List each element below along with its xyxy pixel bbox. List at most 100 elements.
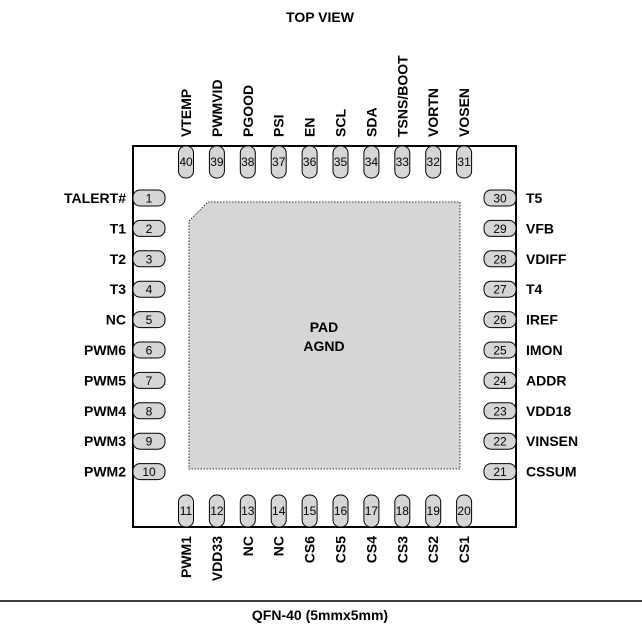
pin-pad xyxy=(483,280,517,298)
pin-number: 17 xyxy=(365,504,379,518)
pin-name: VFB xyxy=(526,220,554,236)
pin-29: 29 VFB xyxy=(483,219,554,237)
view-title: TOP VIEW xyxy=(286,9,355,25)
pin-number: 1 xyxy=(146,192,153,206)
pin-number: 23 xyxy=(493,404,507,418)
pin-name: VDD18 xyxy=(526,403,571,419)
pin-pad xyxy=(363,145,380,179)
pin-pad xyxy=(483,432,517,450)
pin-name: T5 xyxy=(526,190,543,206)
pin-name: CS1 xyxy=(456,536,472,563)
pin-number: 5 xyxy=(146,313,153,327)
pin-number: 37 xyxy=(272,155,286,169)
pin-pad xyxy=(132,280,166,298)
pin-number: 21 xyxy=(493,465,507,479)
pin-pad xyxy=(132,189,166,207)
pin-pad xyxy=(301,494,318,528)
pin-39: 39 PWMVID xyxy=(208,79,225,179)
pin-pad xyxy=(483,250,517,268)
pin-name: PWM1 xyxy=(178,536,194,578)
pin-number: 39 xyxy=(210,155,224,169)
pin-8: 8 PWM4 xyxy=(84,402,166,420)
pin-pad xyxy=(132,311,166,329)
pin-number: 14 xyxy=(272,504,286,518)
pin-number: 24 xyxy=(493,374,507,388)
pin-number: 2 xyxy=(146,222,153,236)
pin-name: NC xyxy=(106,312,126,328)
pin-name: VDIFF xyxy=(526,251,567,267)
pin-name: CS4 xyxy=(363,536,379,563)
pin-name: PWM4 xyxy=(84,403,126,419)
pin-pad xyxy=(332,494,349,528)
pin-pad xyxy=(178,145,194,179)
pin-number: 6 xyxy=(146,344,153,358)
pad-label-line1: PAD xyxy=(310,319,339,335)
package-body xyxy=(132,145,517,528)
pin-pad xyxy=(132,250,166,268)
pin-pad xyxy=(394,494,411,528)
pin-number: 33 xyxy=(396,155,410,169)
exposed-pad xyxy=(188,201,461,470)
pin-name: PWM2 xyxy=(84,464,126,480)
pin-1: 1 TALERT# xyxy=(64,189,166,207)
pin-name: PWM3 xyxy=(84,433,126,449)
pin-4: 4T3 xyxy=(110,280,166,298)
pin-name: EN xyxy=(302,118,318,137)
pin-pad xyxy=(132,402,166,420)
pin-name: PWMVID xyxy=(209,79,225,137)
pin-6: 6 PWM6 xyxy=(84,341,166,359)
pin-30: 30 T5 xyxy=(483,189,543,207)
pin-pad xyxy=(483,311,517,329)
pin-number: 28 xyxy=(493,252,507,266)
pin-name: T3 xyxy=(110,281,127,297)
pin-name: CS3 xyxy=(394,536,410,563)
pin-2: 2 T1 xyxy=(110,219,166,237)
pin-name: NC xyxy=(240,536,256,556)
pin-name: T1 xyxy=(110,220,127,236)
pin-name: VORTN xyxy=(425,88,441,137)
pin-number: 30 xyxy=(493,192,507,206)
pin-number: 29 xyxy=(493,222,507,236)
pin-pad xyxy=(483,463,517,481)
pin-pad xyxy=(239,145,256,179)
pin-pad xyxy=(132,219,166,237)
pin-number: 12 xyxy=(210,504,224,518)
pin-pad xyxy=(208,145,225,179)
pin-number: 11 xyxy=(180,504,193,518)
pin-pad xyxy=(132,463,166,481)
pin-number: 26 xyxy=(493,313,507,327)
package-caption: QFN-40 (5mmx5mm) xyxy=(252,607,388,623)
pin-3: 3T2 xyxy=(110,250,166,268)
pin-number: 31 xyxy=(457,155,471,169)
pin-number: 10 xyxy=(142,465,156,479)
pin-number: 27 xyxy=(493,283,507,297)
pin-name: VINSEN xyxy=(526,433,578,449)
pin-pad xyxy=(456,494,473,528)
pin-name: PSI xyxy=(271,114,287,137)
pin-pad xyxy=(394,145,411,179)
pin-pad xyxy=(483,219,517,237)
pin-number: 8 xyxy=(146,404,153,418)
pin-number: 16 xyxy=(334,504,348,518)
pin-name: PWM6 xyxy=(84,342,126,358)
pin-number: 40 xyxy=(179,155,193,169)
pin-name: TALERT# xyxy=(64,190,126,206)
pin-name: PGOOD xyxy=(240,85,256,137)
pins-layer: 1TALERT#2T13T24T35NC6PWM67PWM58PWM49PWM3… xyxy=(64,55,578,581)
